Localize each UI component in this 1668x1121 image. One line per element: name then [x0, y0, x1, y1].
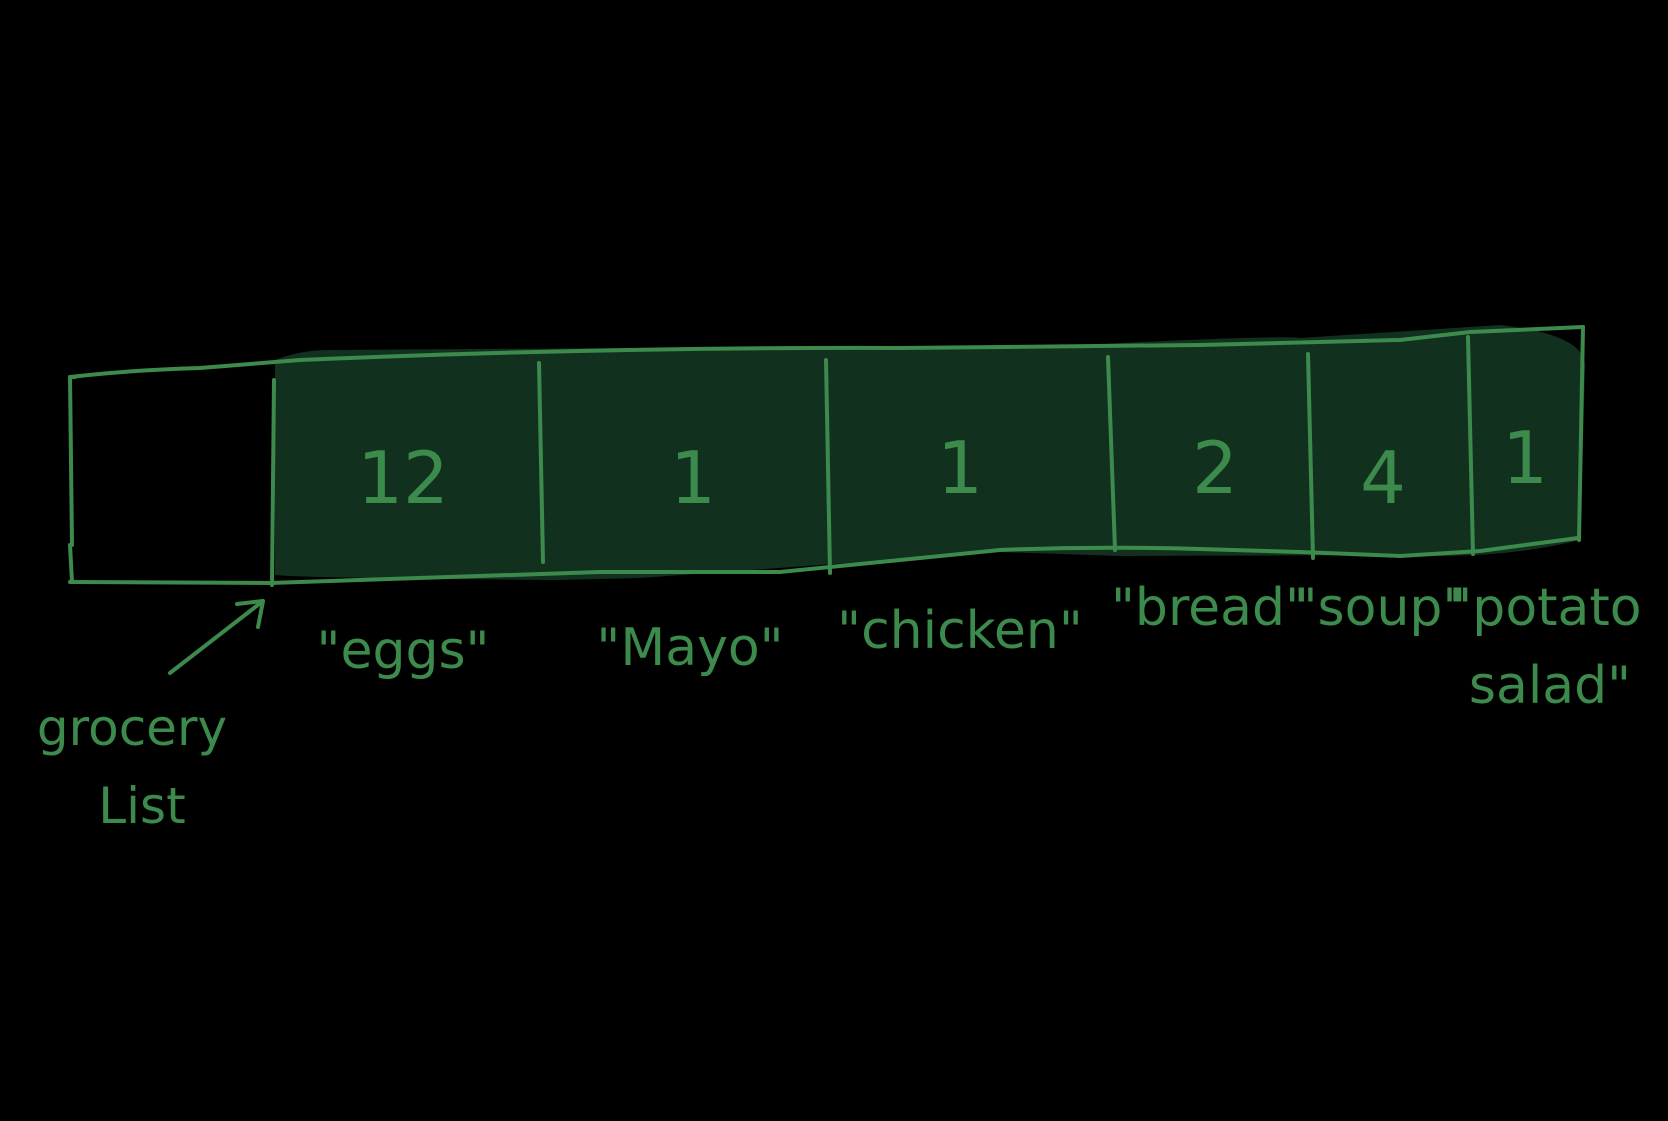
divider-1: [537, 361, 545, 564]
array-top-edge: [68, 325, 1585, 379]
pointer-caption-line2: List: [98, 777, 185, 835]
pointer-arrow: [168, 599, 265, 675]
cell-label-4: "soup": [1294, 578, 1467, 638]
cell-value-1: 1: [670, 436, 716, 520]
cell-label-1: "Mayo": [596, 618, 783, 678]
cell-label-0: "eggs": [317, 621, 490, 681]
divider-5: [1466, 335, 1475, 556]
array-bottom-edge: [68, 536, 1580, 586]
cell-label-5b: salad": [1469, 656, 1631, 716]
cell-value-4: 4: [1360, 436, 1406, 520]
cell-label-5a: "potato: [1448, 578, 1641, 638]
cell-value-3: 2: [1192, 426, 1238, 510]
cell-values: 12 1 1 2 4 1: [357, 416, 1548, 520]
cell-value-2: 1: [937, 426, 983, 510]
pointer-cell: [68, 375, 77, 584]
array-filled-region: [275, 325, 1586, 580]
cell-dividers: [270, 325, 1585, 587]
cell-value-5: 1: [1502, 416, 1548, 500]
pointer-caption-line1: grocery: [37, 699, 227, 757]
divider-0: [270, 378, 276, 587]
cell-label-3: "bread": [1111, 578, 1309, 638]
cell-label-2: "chicken": [837, 601, 1083, 661]
cell-value-0: 12: [357, 436, 449, 520]
cell-labels: "eggs" "Mayo" "chicken" "bread" "soup" "…: [317, 578, 1642, 716]
divider-3: [1106, 355, 1117, 552]
divider-4: [1306, 352, 1315, 560]
divider-2: [824, 358, 832, 575]
divider-6: [1577, 325, 1585, 542]
